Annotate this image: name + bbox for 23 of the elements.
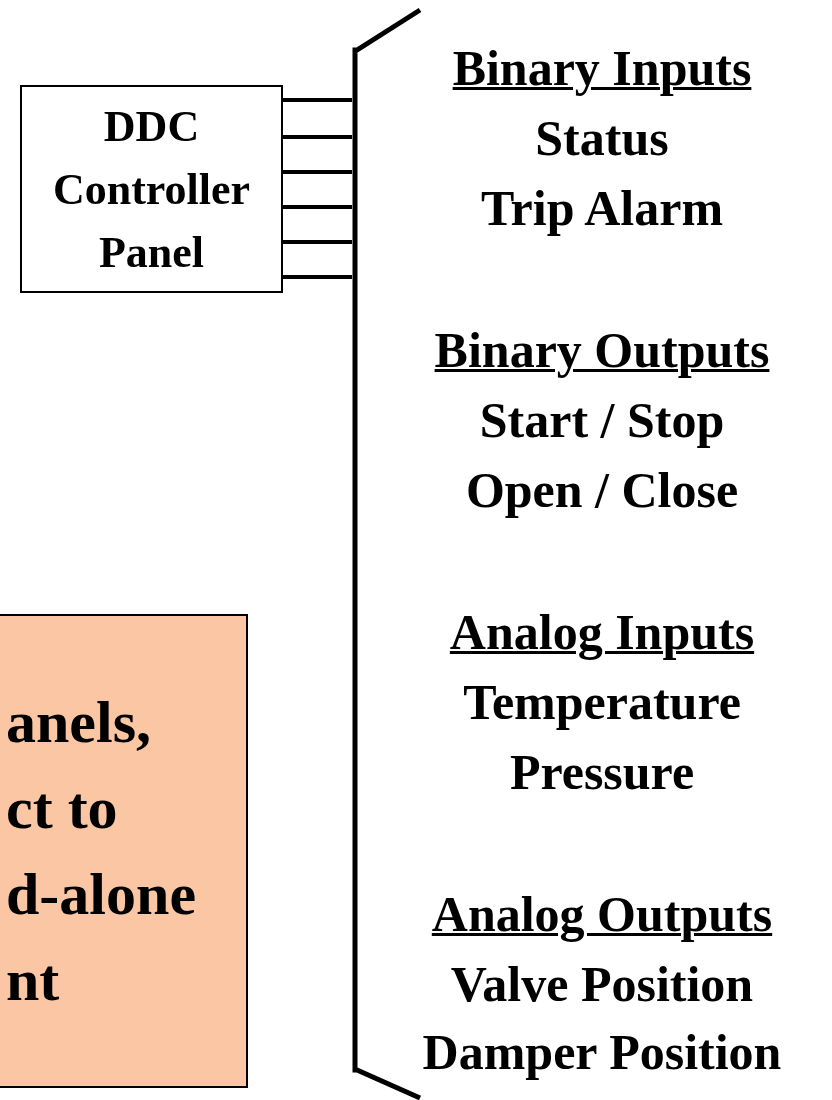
signal-label: Pressure — [509, 743, 695, 802]
signal-label: Open / Close — [465, 461, 739, 520]
connector-line — [283, 170, 352, 174]
connector-line — [283, 135, 352, 139]
connector-line — [283, 275, 352, 279]
section-heading: Binary Outputs — [434, 321, 770, 380]
signal-label: Trip Alarm — [480, 179, 724, 238]
signal-label: Valve Position — [450, 955, 754, 1014]
note-text: anels, ct to d-alone nt — [6, 688, 198, 1015]
signal-label: Status — [535, 109, 669, 168]
controller-box — [20, 85, 283, 293]
connector-line — [283, 205, 352, 209]
section-heading: Binary Inputs — [452, 39, 752, 98]
note-box — [0, 614, 248, 1088]
section-heading: Analog Inputs — [449, 603, 755, 662]
bus-bracket — [352, 6, 424, 1100]
signal-label: Start / Stop — [479, 391, 725, 450]
signal-label: Temperature — [463, 673, 741, 732]
connector-line — [283, 98, 352, 102]
section-heading: Analog Outputs — [431, 885, 773, 944]
box-title: DDC Controller Panel — [51, 100, 252, 279]
signal-label: Damper Position — [422, 1023, 782, 1082]
connector-line — [283, 240, 352, 244]
